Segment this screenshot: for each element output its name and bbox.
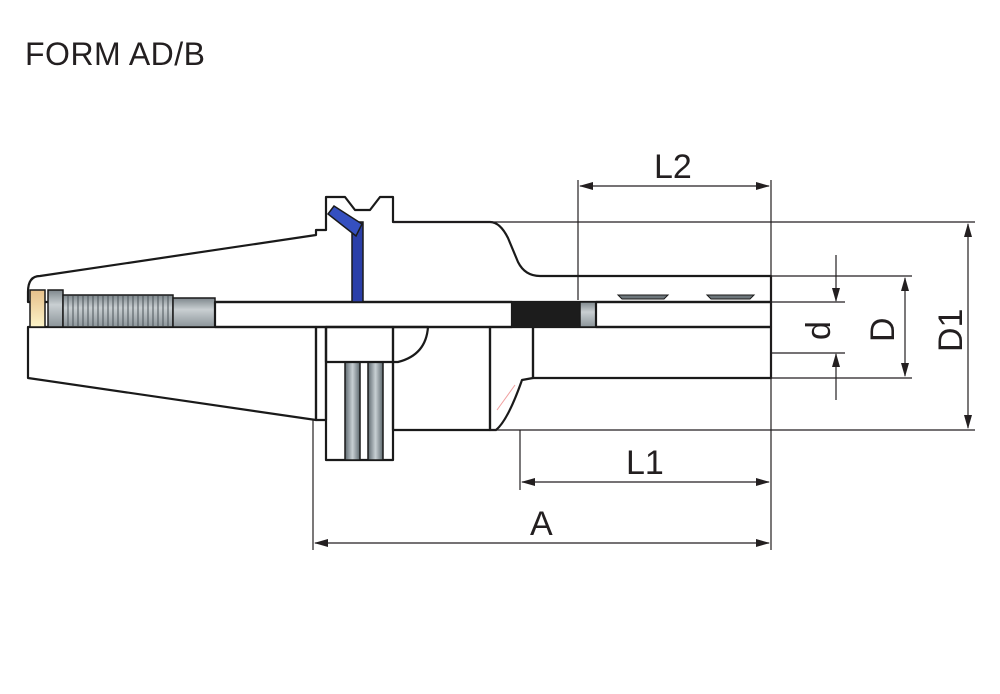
drawing-title: FORM AD/B — [25, 36, 206, 72]
clamp-slot-1 — [616, 294, 670, 300]
hatched-section — [26, 195, 773, 304]
shank-lower — [531, 325, 773, 380]
flange-groove-left — [344, 361, 361, 461]
upper-half-section — [26, 195, 773, 329]
coolant-bore — [213, 300, 514, 329]
threaded-section — [512, 302, 580, 327]
flange-groove-right — [367, 361, 384, 461]
label-a: A — [530, 505, 553, 543]
key-slot — [324, 325, 430, 364]
taper-lower — [26, 325, 318, 422]
body-lower — [391, 325, 492, 432]
label-l1: L1 — [626, 444, 664, 482]
dimension-lines — [312, 180, 975, 550]
neck-lower — [488, 325, 535, 432]
collar-lower — [314, 325, 328, 422]
label-D1: D1 — [932, 309, 970, 352]
set-screw — [326, 204, 363, 238]
retention-plug — [29, 289, 46, 328]
label-d: d — [800, 321, 838, 340]
clamp-slot-2 — [705, 294, 756, 300]
lower-half-body — [26, 325, 773, 462]
tool-shank-insert — [594, 300, 773, 329]
label-D: D — [864, 317, 902, 342]
label-l2: L2 — [654, 148, 692, 186]
